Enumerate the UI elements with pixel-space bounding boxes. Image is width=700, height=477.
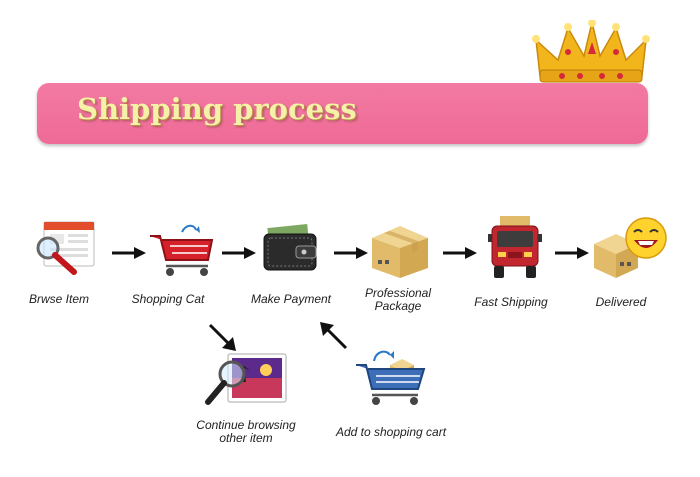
title-banner: Shipping process — [37, 83, 648, 144]
delivery-truck-icon — [488, 216, 542, 278]
shopping-cart-icon — [150, 224, 214, 276]
cart-with-boxes-icon — [356, 350, 426, 405]
arrow-right-icon — [222, 247, 256, 259]
step-label-browse-item: Brwse Item — [28, 292, 89, 306]
package-box-icon — [372, 226, 428, 278]
step-label-fast-shipping: Fast Shipping — [474, 295, 548, 309]
magnifier-picture-icon — [205, 353, 287, 405]
crown-icon — [532, 20, 650, 83]
branch-label-continue-browsing: Continue browsing other item — [196, 418, 296, 445]
step-label-delivered: Delivered — [595, 295, 647, 309]
wallet-icon — [263, 223, 317, 271]
page-title: Shipping process — [77, 92, 357, 126]
arrow-right-icon — [334, 247, 368, 259]
step-label-make-payment: Make Payment — [250, 292, 332, 306]
step-label-professional-package: Professional Package — [364, 286, 432, 313]
delivered-box-smiley-icon — [594, 217, 667, 278]
arrow-right-icon — [443, 247, 477, 259]
arrow-right-icon — [555, 247, 589, 259]
branch-label-add-to-cart: Add to shopping cart — [335, 425, 447, 439]
arrow-diagonal-up-icon — [320, 322, 348, 350]
arrow-right-icon — [112, 247, 146, 259]
arrow-diagonal-down-icon — [208, 323, 236, 351]
step-label-shopping-cart: Shopping Cat — [131, 292, 205, 306]
browse-item-icon — [36, 221, 95, 275]
